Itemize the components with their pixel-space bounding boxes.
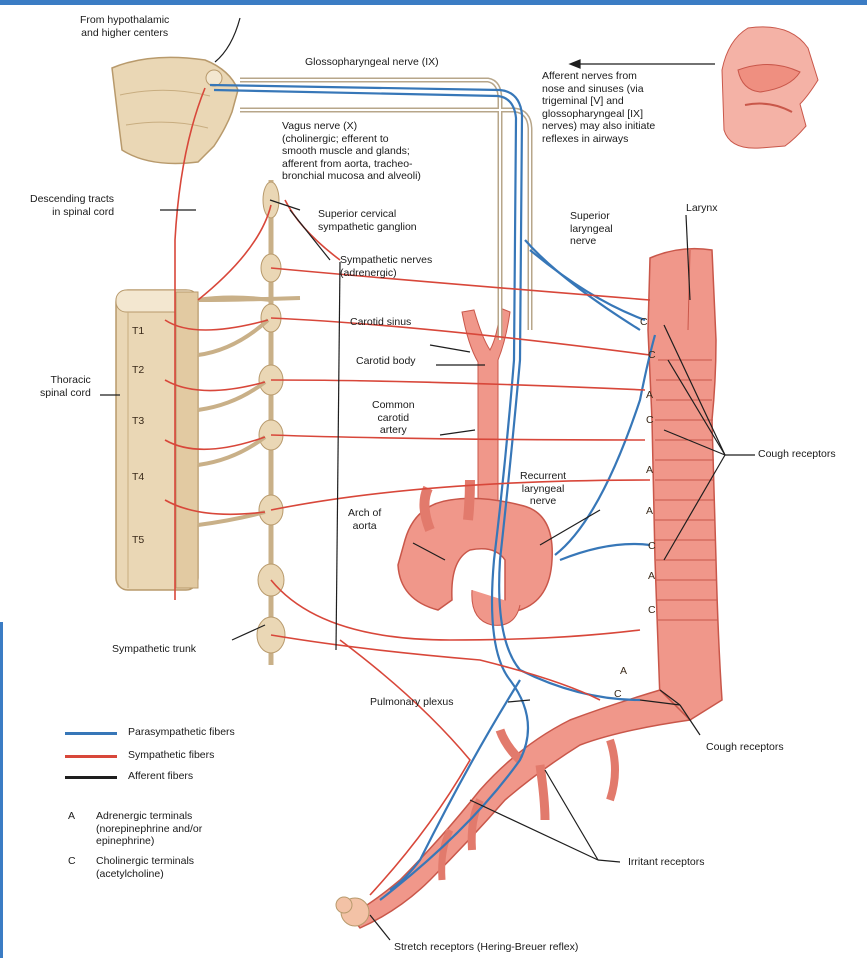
legend-swatch-afferent [65,776,117,779]
legend-terminal-key-a: A [68,810,75,823]
legend-swatch-sympathetic [65,755,117,758]
label-common-carotid-artery: Common carotid artery [372,399,415,437]
label-hypothalamic: From hypothalamic and higher centers [80,14,169,39]
legend-terminal-text-a: Adrenergic terminals (norepinephrine and… [96,810,202,848]
label-carotid-body: Carotid body [356,355,416,368]
label-cough-receptors-lower: Cough receptors [706,741,784,754]
thoracic-spinal-cord [116,290,198,590]
label-sympathetic-trunk: Sympathetic trunk [112,643,196,656]
trachea-marker: A [648,570,655,582]
label-carotid-sinus: Carotid sinus [350,316,411,329]
label-recurrent-laryngeal-nerve: Recurrent laryngeal nerve [520,470,566,508]
trachea-marker: C [648,540,656,552]
aorta-carotid [398,308,552,625]
label-irritant-receptors: Irritant receptors [628,856,704,869]
label-afferent-nose: Afferent nerves from nose and sinuses (v… [542,70,655,145]
label-glossopharyngeal-nerve: Glossopharyngeal nerve (IX) [305,56,439,69]
thoracic-level-t4: T4 [132,471,144,483]
brainstem [112,57,238,163]
legend-terminal-text-c: Cholinergic terminals (acetylcholine) [96,855,194,880]
label-vagus-nerve: Vagus nerve (X) (cholinergic; efferent t… [282,120,421,183]
label-thoracic-spinal-cord: Thoracic spinal cord [40,374,91,399]
label-descending-tracts: Descending tracts in spinal cord [30,193,114,218]
trachea-marker: A [620,665,627,677]
label-cough-receptors-upper: Cough receptors [758,448,836,461]
label-superior-laryngeal-nerve: Superior laryngeal nerve [570,210,613,248]
nerve-roots [198,298,300,526]
legend-label-afferent: Afferent fibers [128,770,193,783]
trachea-marker: A [646,505,653,517]
label-stretch-receptors: Stretch receptors (Hering-Breuer reflex) [394,941,578,954]
sympathetic-trunk-chain [257,180,285,665]
legend-label-sympathetic: Sympathetic fibers [128,749,214,762]
trachea-marker: C [614,688,622,700]
thoracic-level-t5: T5 [132,534,144,546]
thoracic-level-t3: T3 [132,415,144,427]
legend-terminal-key-c: C [68,855,76,868]
legend-label-parasympathetic: Parasympathetic fibers [128,726,235,739]
thoracic-level-t2: T2 [132,364,144,376]
trachea [648,249,722,720]
label-arch-of-aorta: Arch of aorta [348,507,381,532]
thoracic-level-t1: T1 [132,325,144,337]
trachea-marker: C [648,604,656,616]
trachea-marker: C [640,316,648,328]
label-larynx: Larynx [686,202,718,215]
legend-swatch-parasympathetic [65,732,117,735]
trachea-marker: C [648,349,656,361]
trachea-marker: A [646,389,653,401]
label-pulmonary-plexus: Pulmonary plexus [370,696,453,709]
label-superior-cervical-ganglion: Superior cervical sympathetic ganglion [318,208,417,233]
trachea-marker: C [646,414,654,426]
trachea-marker: A [646,464,653,476]
label-sympathetic-nerves: Sympathetic nerves (adrenergic) [340,254,432,279]
head-nasal-cavity [722,27,818,148]
